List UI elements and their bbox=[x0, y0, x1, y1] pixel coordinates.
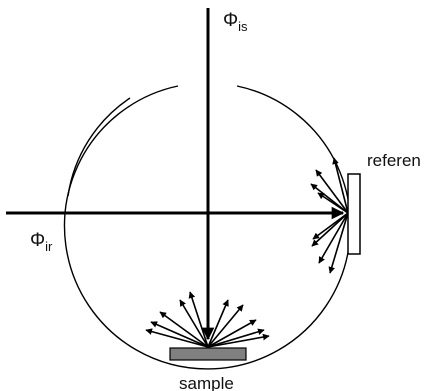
reference-reflection-ray bbox=[311, 212, 349, 247]
sample-reflection-ray bbox=[159, 311, 209, 348]
phi-ir-label: Φir bbox=[30, 230, 53, 254]
reference-reflection-ray bbox=[315, 169, 349, 214]
reference-reflection-ray bbox=[328, 212, 349, 274]
phi-is-symbol: Φ bbox=[223, 10, 238, 31]
sample-reflection-ray bbox=[145, 328, 209, 348]
reference-reflection-ray bbox=[318, 212, 349, 264]
sample-reflection-ray bbox=[207, 333, 270, 348]
reference-plate bbox=[347, 173, 361, 255]
phi-is-label: Φis bbox=[223, 10, 248, 34]
phi-ir-subscript: ir bbox=[45, 239, 53, 254]
sphere-wall-arc-top-left bbox=[67, 97, 131, 197]
reference-reflection-ray bbox=[317, 192, 349, 214]
sample-label: sample bbox=[179, 374, 234, 391]
sample-reflection-ray bbox=[179, 299, 209, 348]
sphere-wall-arc-left bbox=[63, 85, 352, 370]
sample-reflection-ray bbox=[207, 328, 265, 348]
reference-reflection-ray bbox=[332, 157, 349, 214]
phi-ir-symbol: Φ bbox=[30, 230, 45, 251]
sample-reflection-rays bbox=[145, 291, 270, 348]
sample-reflection-ray bbox=[188, 291, 209, 348]
sample-plate bbox=[169, 347, 247, 361]
sample-reflection-ray bbox=[207, 319, 257, 348]
sample-reflection-ray bbox=[150, 321, 209, 348]
reference-label: referen bbox=[367, 151, 421, 170]
sample-reflection-ray bbox=[207, 304, 244, 348]
sample-reflection-ray bbox=[207, 299, 229, 348]
phi-is-subscript: is bbox=[238, 19, 248, 34]
reference-reflection-rays bbox=[310, 157, 349, 274]
